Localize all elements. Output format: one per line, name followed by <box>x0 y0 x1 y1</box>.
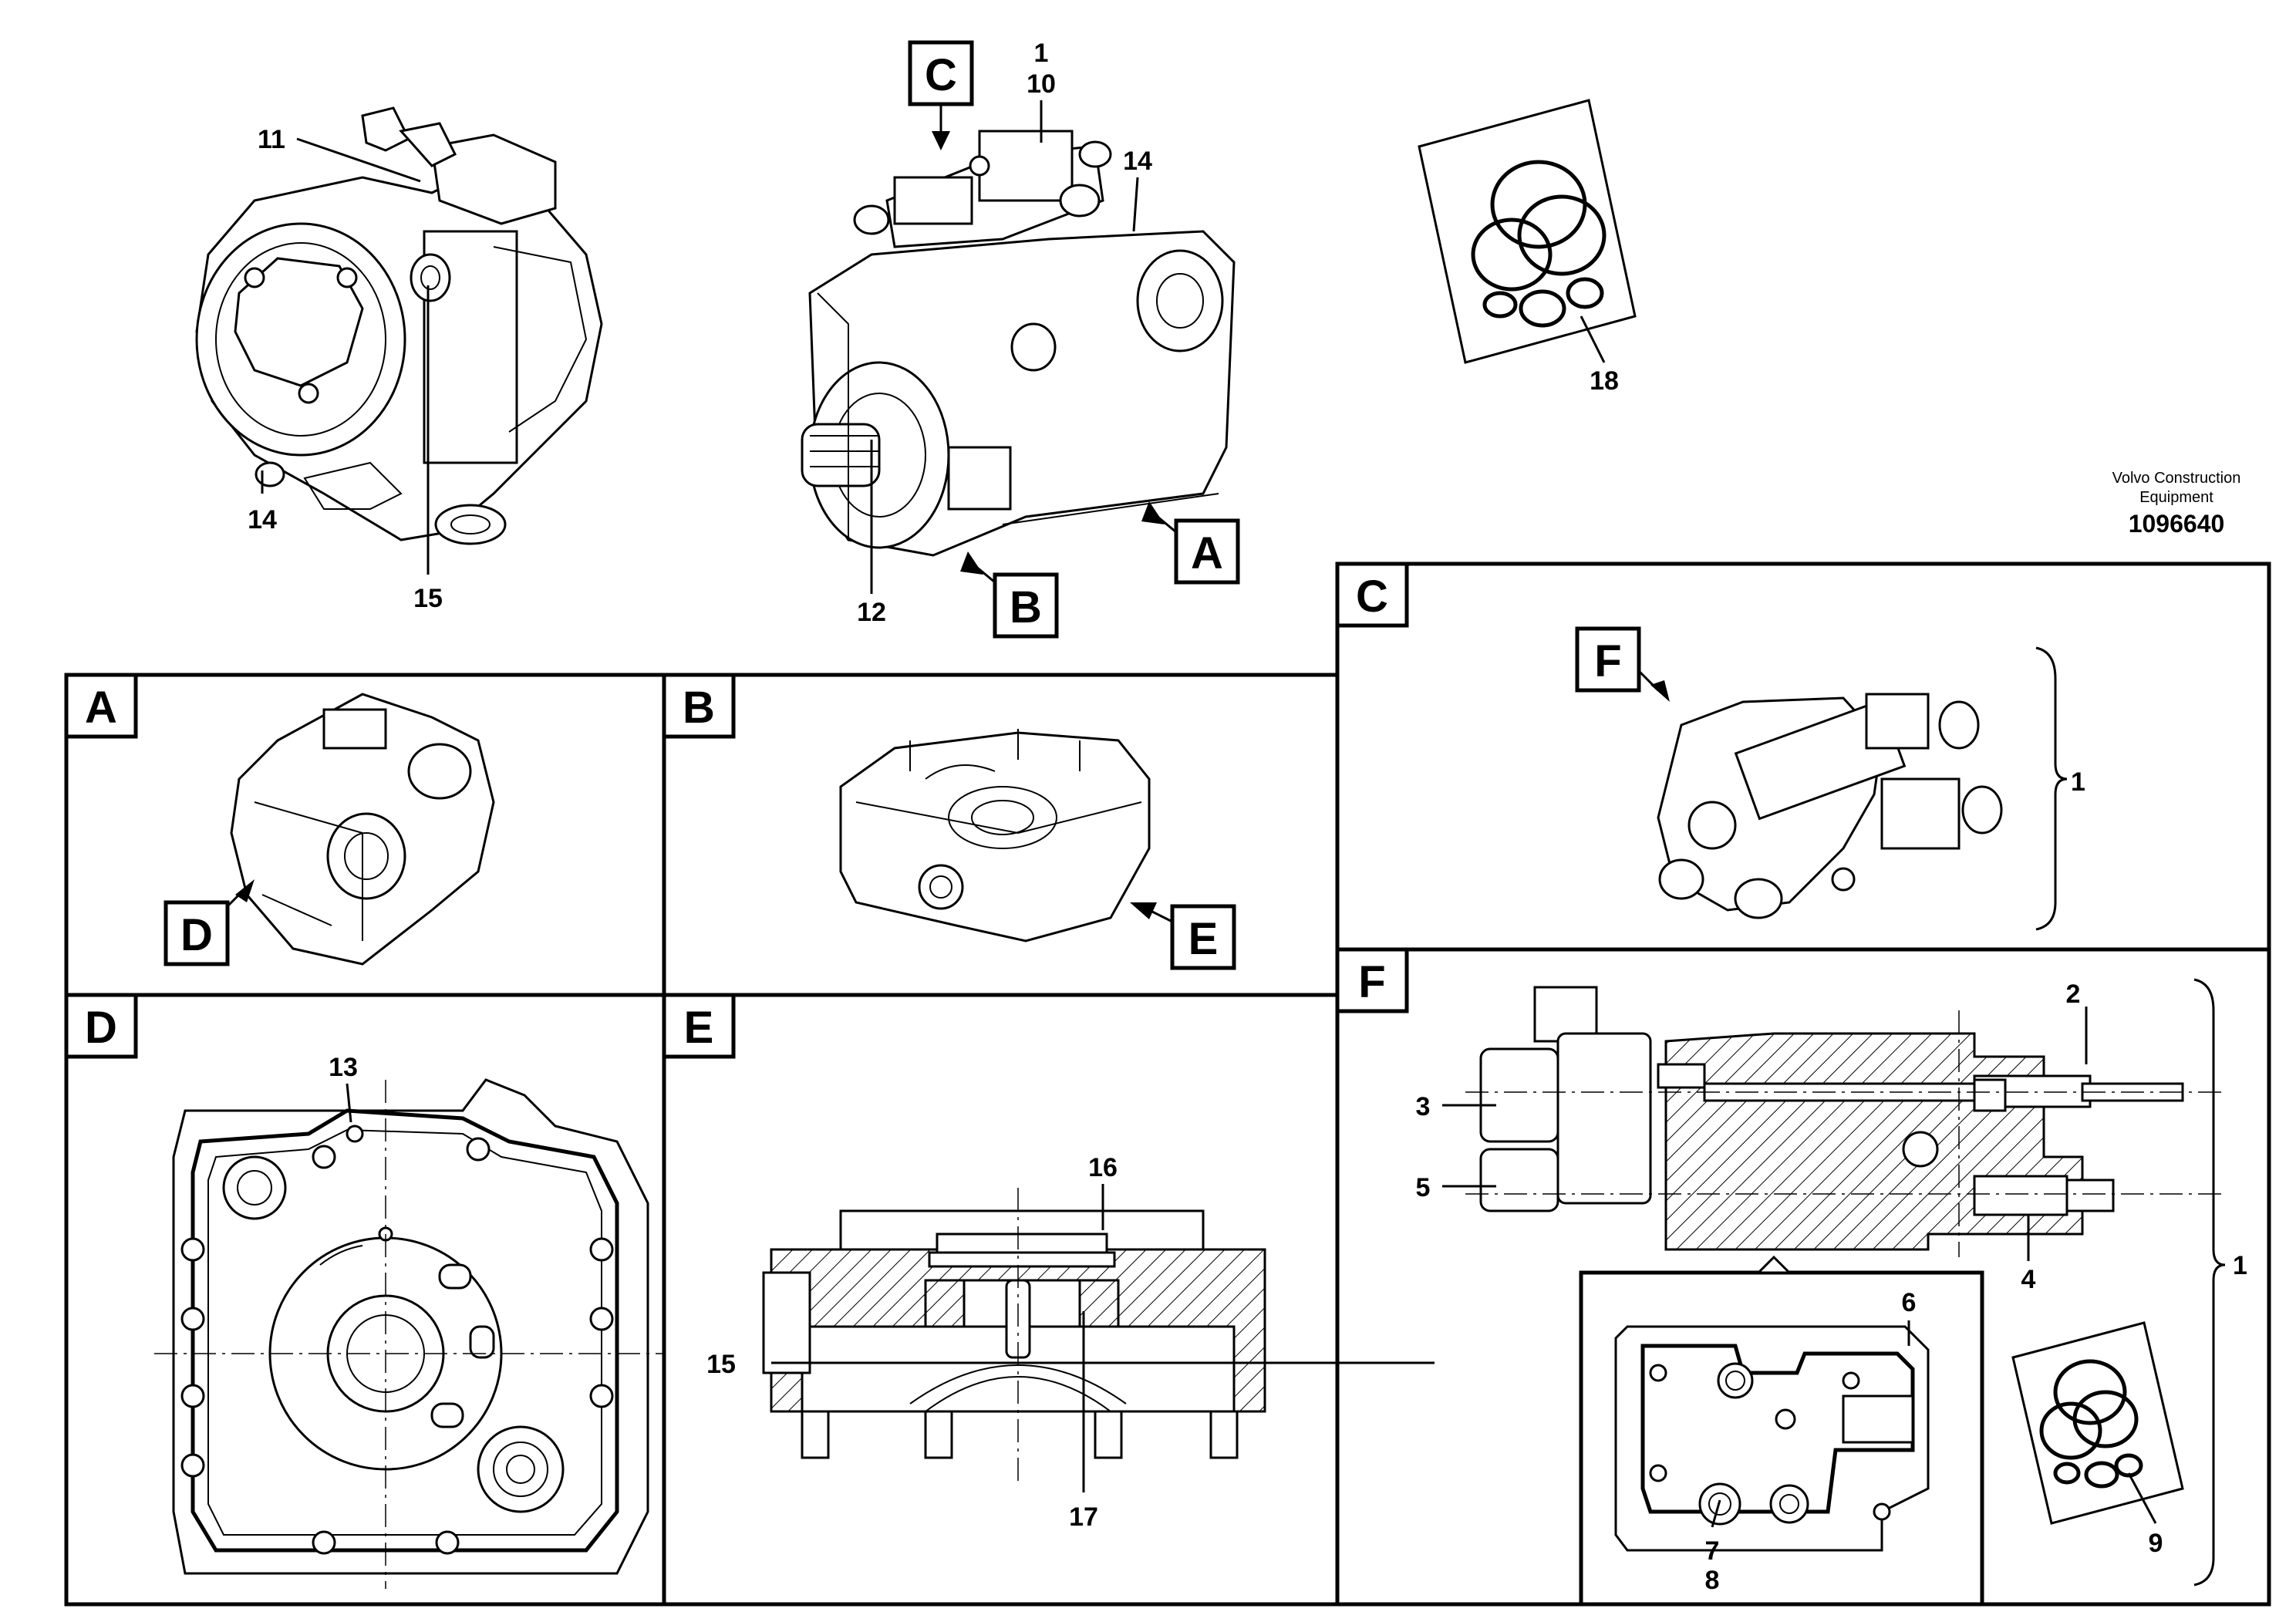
callout-labels: 1 10 11 14 14 15 12 18 1 13 16 15 17 2 3… <box>248 39 2247 1595</box>
manufacturer-line2: Equipment <box>2139 489 2213 506</box>
pump-front-view <box>801 130 1236 557</box>
callout-6: 6 <box>1902 1288 1917 1317</box>
seal-kit-9 <box>2011 1321 2184 1525</box>
view-marker-f: F <box>1575 626 1670 702</box>
callout-3: 3 <box>1416 1092 1431 1121</box>
panel-label-c: C <box>1335 561 1409 628</box>
svg-text:A: A <box>1191 528 1223 578</box>
callout-2: 2 <box>2066 980 2081 1009</box>
view-marker-b-top: B <box>960 551 1059 639</box>
callout-1: 1 <box>1034 39 1049 68</box>
svg-text:F: F <box>1358 957 1385 1007</box>
panel-label-e: E <box>662 993 736 1059</box>
svg-text:C: C <box>1356 572 1388 622</box>
callout-7: 7 <box>1705 1536 1720 1566</box>
panel-label-f: F <box>1335 947 1409 1013</box>
callout-16: 16 <box>1088 1153 1118 1182</box>
callout-18: 18 <box>1590 366 1619 396</box>
svg-text:D: D <box>85 1003 117 1053</box>
pump-rear-view <box>195 106 603 545</box>
panel-label-a: A <box>64 673 138 739</box>
callout-11: 11 <box>258 125 285 154</box>
panel-b-drawing <box>839 729 1151 943</box>
svg-text:B: B <box>1010 582 1042 632</box>
panel-label-d: D <box>64 993 138 1059</box>
panel-d-port-plate-view <box>154 1078 663 1589</box>
callout-14-right: 14 <box>1123 147 1152 176</box>
view-marker-a-top: A <box>1141 501 1240 585</box>
callout-5: 5 <box>1416 1173 1431 1202</box>
panel-label-b: B <box>662 673 736 739</box>
view-marker-e: E <box>1130 902 1236 970</box>
callout-17: 17 <box>1069 1502 1098 1532</box>
panel-f-valve-section <box>1465 986 2221 1257</box>
manufacturer-line1: Volvo Construction <box>2112 470 2241 487</box>
panel-e-section-view <box>762 1188 1266 1481</box>
document-number: 1096640 <box>2129 510 2225 538</box>
bracket-panel-f <box>2193 978 2226 1587</box>
view-marker-c-top: C <box>908 40 974 150</box>
callout-8: 8 <box>1705 1566 1720 1595</box>
callout-4: 4 <box>2021 1265 2036 1294</box>
svg-text:C: C <box>925 50 957 100</box>
callout-1-panel-f: 1 <box>2233 1251 2247 1280</box>
panel-c-control-valve <box>1657 646 2068 931</box>
callout-10: 10 <box>1027 69 1056 99</box>
panel-f-detail-inset <box>1579 1255 1984 1607</box>
callout-15-top: 15 <box>413 584 443 613</box>
svg-text:F: F <box>1594 636 1621 686</box>
callout-1-panel-c: 1 <box>2071 767 2085 797</box>
svg-text:B: B <box>683 683 715 733</box>
svg-text:A: A <box>85 683 117 733</box>
svg-text:E: E <box>1188 914 1219 964</box>
svg-text:D: D <box>180 910 213 960</box>
callout-13: 13 <box>329 1053 358 1082</box>
leader-lines <box>261 100 2157 1528</box>
seal-kit-18 <box>1418 99 1637 364</box>
callout-9: 9 <box>2149 1529 2163 1558</box>
callout-14-left: 14 <box>248 505 277 534</box>
callout-12: 12 <box>857 598 886 627</box>
callout-15-e: 15 <box>706 1350 736 1379</box>
view-marker-d: D <box>164 879 255 966</box>
svg-text:E: E <box>684 1003 714 1053</box>
panel-a-drawing <box>230 693 495 966</box>
